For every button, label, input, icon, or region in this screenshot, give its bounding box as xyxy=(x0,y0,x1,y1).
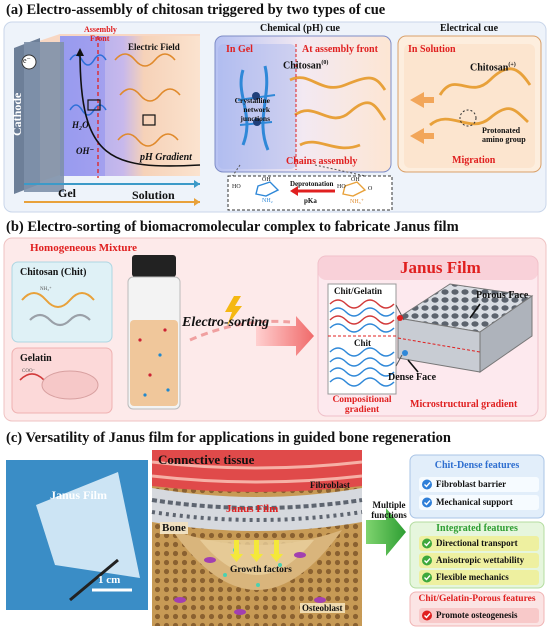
oh-label: OH⁻ xyxy=(76,146,95,156)
reaction-oh-right: OH xyxy=(351,177,360,183)
reaction-ho-left: HO xyxy=(232,184,241,190)
lightning-icon xyxy=(225,296,242,326)
chitosan-chit-label: Chitosan (Chit) xyxy=(20,267,87,278)
vial-icon xyxy=(127,255,181,410)
assembly-front-label-1: Assembly xyxy=(84,25,117,34)
janus-film-tissue-label: Janus Film xyxy=(226,503,279,515)
cross-section-chains xyxy=(329,299,395,387)
check-icon xyxy=(422,497,432,508)
reaction-nh3: NH₃⁺ xyxy=(350,199,364,205)
tissue-illustration xyxy=(151,450,363,626)
porous-header: Chit/Gelatin-Porous features xyxy=(418,594,536,604)
nh3-tag: NH₃⁺ xyxy=(40,287,52,292)
reaction-box xyxy=(227,175,393,211)
reaction-ho-right: HO xyxy=(337,184,346,190)
electric-field-curve xyxy=(79,51,201,167)
chitosan-label-solution: Chitosan(+) xyxy=(470,62,516,74)
feature-item: Promote osteogenesis xyxy=(436,610,518,620)
sorting-arrow xyxy=(256,316,314,356)
feature-item: Anisotropic wettability xyxy=(436,555,525,565)
chit-gelatin-label: Chit/Gelatin xyxy=(334,286,383,296)
chemical-cue-chains xyxy=(237,65,387,151)
porous-film-block xyxy=(396,283,534,373)
chitosan-box xyxy=(11,261,113,343)
multiple-functions-arrow xyxy=(366,508,406,556)
feature-item: Fibroblast barrier xyxy=(436,479,507,489)
growth-factor-arrows xyxy=(230,540,283,562)
reaction-o: O xyxy=(368,186,373,192)
feature-item: Flexible mechanics xyxy=(436,572,509,582)
gelatin-label: Gelatin xyxy=(20,353,52,364)
electro-assembly-schematic xyxy=(14,34,201,206)
check-icon xyxy=(422,572,432,583)
microstructural-gradient-label: Microstructural gradient xyxy=(410,399,518,410)
h2o-label: H₂O xyxy=(72,120,89,130)
assembly-front-label-2: Front xyxy=(90,34,110,43)
chains-assembly-label: Chains assembly xyxy=(286,156,358,167)
electrical-cue-header: Electrical cue xyxy=(440,23,499,34)
electric-field-label: Electric Field xyxy=(128,42,180,52)
feature-item: Directional transport xyxy=(436,538,518,548)
in-solution-label: In Solution xyxy=(408,44,456,55)
osteoblast-label: Osteoblast xyxy=(300,603,345,613)
chit-dense-header: Chit-Dense features xyxy=(434,460,520,471)
porous-face-label: Porous Face xyxy=(476,290,529,301)
feature-item: Mechanical support xyxy=(436,497,513,507)
janus-film-title: Janus Film xyxy=(400,258,481,277)
growth-factors-label: Growth factors xyxy=(230,565,292,575)
scale-bar-label: 1 cm xyxy=(98,574,121,586)
check-icon xyxy=(422,610,432,621)
mixture-chains xyxy=(19,292,99,400)
coo-tag: COO⁻ xyxy=(22,369,36,374)
integrated-header: Integrated features xyxy=(436,523,518,534)
solution-label: Solution xyxy=(132,188,175,202)
gel-label: Gel xyxy=(58,186,76,200)
deprotonation-label: Deprotonation xyxy=(290,180,334,188)
connective-tissue-label: Connective tissue xyxy=(158,452,255,467)
reaction-nh2: NH₂ xyxy=(262,198,273,204)
cathode-label: Cathode xyxy=(10,92,24,136)
panel-c-title: (c) Versatility of Janus film for applic… xyxy=(6,430,451,446)
fibroblast-label: Fibroblast xyxy=(310,480,350,490)
homogeneous-mixture-label: Homogeneous Mixture xyxy=(30,242,138,254)
chit-label: Chit xyxy=(354,338,372,348)
panel-b-title: (b) Electro-sorting of biomacromolecular… xyxy=(6,219,459,235)
check-icon xyxy=(422,555,432,566)
check-icon xyxy=(422,479,432,490)
ph-gradient-label: pH Gradient xyxy=(140,152,192,163)
electron-icon xyxy=(21,54,37,70)
check-icon xyxy=(422,538,432,549)
chitosan-label-gel: Chitosan(0) xyxy=(283,60,329,72)
photo-janus-film-label: Janus Film xyxy=(50,488,108,502)
at-front-label: At assembly front xyxy=(302,44,378,55)
electro-sorting-label: Electro-sorting xyxy=(182,315,270,330)
in-gel-label: In Gel xyxy=(226,44,253,55)
panel-a-title: (a) Electro-assembly of chitosan trigger… xyxy=(6,2,386,18)
chemical-cue-box xyxy=(214,35,392,173)
reaction-oh-left: OH xyxy=(262,177,271,183)
chemical-cue-header: Chemical (pH) cue xyxy=(260,23,340,34)
migration-label: Migration xyxy=(452,155,496,166)
electron-label: e⁻ xyxy=(23,56,31,65)
bone-label: Bone xyxy=(160,522,188,534)
electrical-cue-chains xyxy=(410,67,532,144)
pka-label: pKa xyxy=(304,197,317,205)
dense-face-label: Dense Face xyxy=(388,372,437,383)
